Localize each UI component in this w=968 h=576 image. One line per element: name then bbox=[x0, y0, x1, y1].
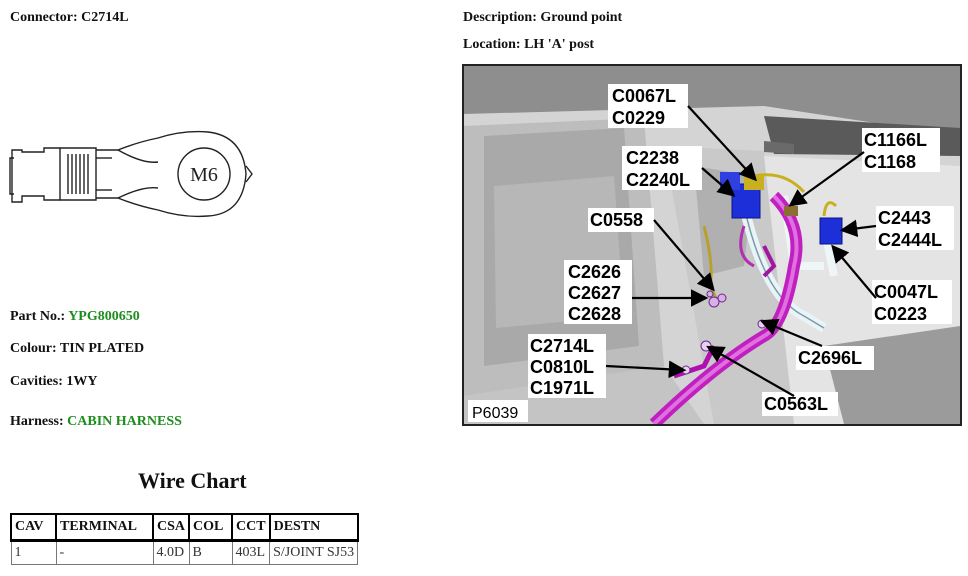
callout-c2444l: C2444L bbox=[878, 230, 942, 250]
callout-c2238: C2238 bbox=[626, 148, 679, 168]
terminal-marking: M6 bbox=[190, 164, 218, 186]
header-cct: CCT bbox=[231, 513, 271, 542]
part-no-label: Part No.: bbox=[10, 309, 66, 324]
cell-destn: S/JOINT SJ53 bbox=[269, 540, 359, 565]
header-csa: CSA bbox=[151, 513, 191, 542]
ring-terminal-drawing: M6 bbox=[9, 130, 253, 218]
callout-c1166l: C1166L bbox=[864, 130, 927, 150]
location-line: Location: LH 'A' post bbox=[463, 37, 594, 53]
description-value: Ground point bbox=[540, 10, 623, 25]
header-col: COL bbox=[188, 513, 234, 542]
location-label: Location: bbox=[463, 37, 521, 52]
cell-cav: 1 bbox=[10, 540, 57, 565]
photo-id: P6039 bbox=[472, 405, 518, 422]
part-no-link[interactable]: YPG800650 bbox=[68, 309, 140, 324]
callout-c2628: C2628 bbox=[568, 304, 621, 324]
cavities-label: Cavities: bbox=[10, 374, 63, 389]
location-value: LH 'A' post bbox=[524, 37, 595, 52]
callout-c0558: C0558 bbox=[590, 210, 643, 230]
table-row: 1 - 4.0D B 403L S/JOINT SJ53 bbox=[10, 540, 359, 565]
header-destn: DESTN bbox=[268, 513, 359, 542]
colour-label: Colour: bbox=[10, 341, 57, 356]
harness-line: Harness: CABIN HARNESS bbox=[10, 414, 182, 430]
colour-value: TIN PLATED bbox=[59, 341, 145, 356]
part-no-line: Part No.: YPG800650 bbox=[10, 309, 140, 325]
description-line: Description: Ground point bbox=[463, 10, 622, 26]
callout-c0563l: C0563L bbox=[764, 394, 828, 414]
callout-c2626: C2626 bbox=[568, 262, 621, 282]
callout-c2714l: C2714L bbox=[530, 336, 594, 356]
callout-c2696l: C2696L bbox=[798, 348, 862, 368]
callout-c0223: C0223 bbox=[874, 304, 927, 324]
wire-chart-table: CAV TERMINAL CSA COL CCT DESTN 1 - 4.0D … bbox=[10, 513, 359, 565]
callout-c1971l: C1971L bbox=[530, 378, 594, 398]
header-cav: CAV bbox=[10, 513, 57, 542]
cell-csa: 4.0D bbox=[152, 540, 190, 565]
wire-chart-header-row: CAV TERMINAL CSA COL CCT DESTN bbox=[10, 513, 359, 542]
harness-link[interactable]: CABIN HARNESS bbox=[67, 414, 182, 429]
description-label: Description: bbox=[463, 10, 537, 25]
callout-c0067l: C0067L bbox=[612, 86, 676, 106]
cell-terminal: - bbox=[55, 540, 154, 565]
callout-c0229: C0229 bbox=[612, 108, 665, 128]
connector-label: Connector: bbox=[10, 10, 78, 25]
callout-c2627: C2627 bbox=[568, 283, 621, 303]
location-photo: C0067L C0229 C2238 C2240L C1166L C1168 C… bbox=[462, 64, 962, 426]
cell-cct: 403L bbox=[231, 540, 271, 565]
callout-c1168: C1168 bbox=[864, 152, 916, 172]
cavities-line: Cavities: 1WY bbox=[10, 374, 98, 390]
callout-c2443: C2443 bbox=[878, 208, 931, 228]
cavities-value: 1WY bbox=[66, 374, 98, 389]
cell-col: B bbox=[188, 540, 233, 565]
header-terminal: TERMINAL bbox=[55, 513, 154, 542]
callout-c2240l: C2240L bbox=[626, 170, 690, 190]
colour-line: Colour: TIN PLATED bbox=[10, 341, 144, 357]
callout-c0047l: C0047L bbox=[874, 282, 938, 302]
callout-c0810l: C0810L bbox=[530, 357, 594, 377]
wire-chart-title: Wire Chart bbox=[138, 468, 247, 493]
harness-label: Harness: bbox=[10, 414, 64, 429]
connector-line: Connector: C2714L bbox=[10, 10, 129, 26]
connector-value: C2714L bbox=[81, 10, 129, 25]
